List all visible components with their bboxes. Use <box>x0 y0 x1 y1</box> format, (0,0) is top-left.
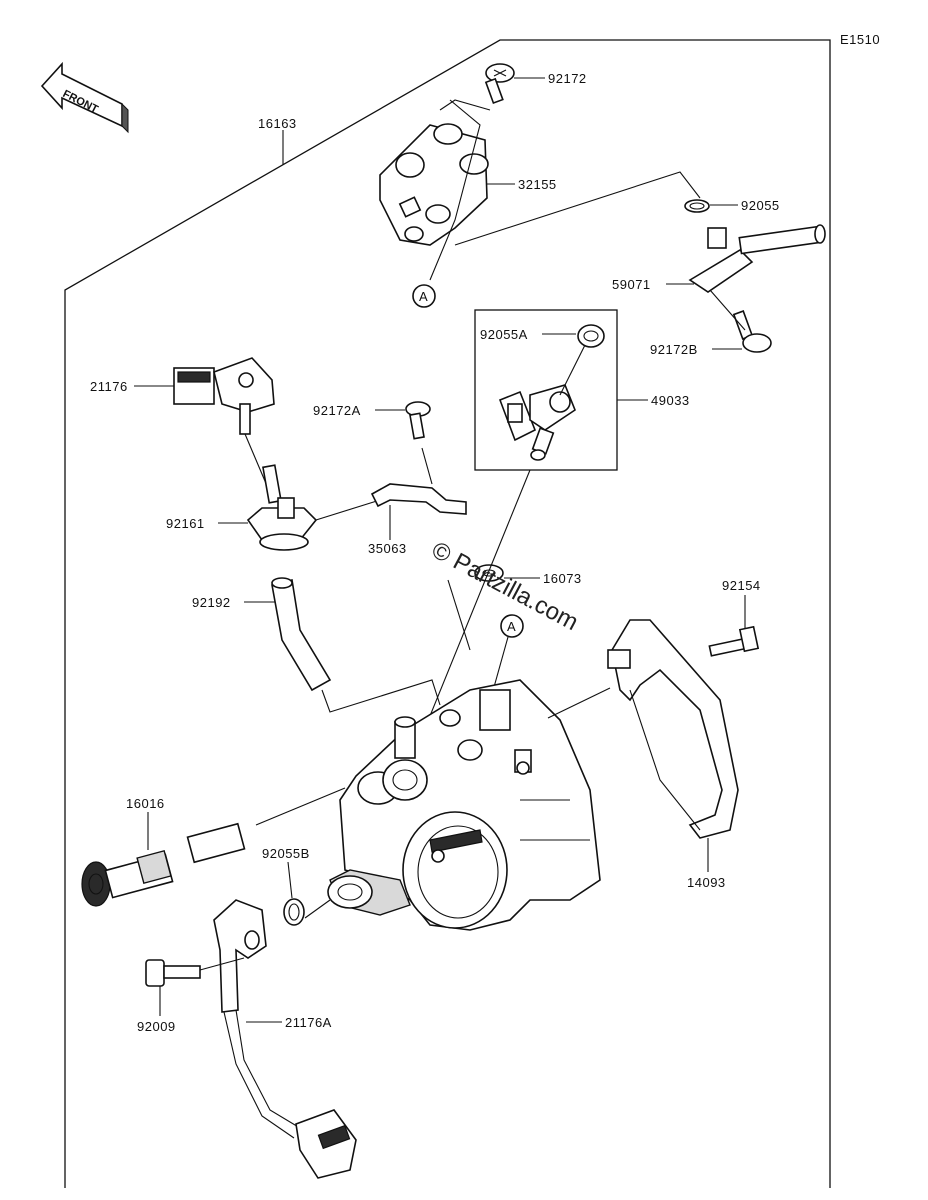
label-21176: 21176 <box>90 379 128 394</box>
label-92055a: 92055A <box>480 327 528 342</box>
label-59071: 59071 <box>612 277 651 292</box>
label-32155: 32155 <box>518 177 557 192</box>
label-21176a: 21176A <box>285 1015 332 1030</box>
label-92192: 92192 <box>192 595 231 610</box>
label-16163: 16163 <box>258 116 297 131</box>
callout-a-upper <box>412 284 436 308</box>
label-16073: 16073 <box>543 571 582 586</box>
washer-16073 <box>474 564 504 582</box>
hose-92192 <box>271 577 332 692</box>
screw-92172 <box>484 63 515 105</box>
grommet-92161 <box>246 497 318 551</box>
label-92172a: 92172A <box>313 403 361 418</box>
screw-16016 <box>81 822 246 907</box>
label-92172b: 92172B <box>650 342 698 357</box>
assembly-frame <box>64 39 831 1188</box>
o-ring-92055b <box>283 898 305 926</box>
label-92055b: 92055B <box>262 846 310 861</box>
label-14093: 14093 <box>687 875 726 890</box>
svg-text:A: A <box>419 289 428 304</box>
bracket-32155 <box>379 123 489 246</box>
fuel-pipe-59071 <box>688 224 826 293</box>
sensor-21176 <box>173 357 282 504</box>
label-35063: 35063 <box>368 541 407 556</box>
label-16016: 16016 <box>126 796 165 811</box>
screw-92172a <box>405 401 431 440</box>
o-ring-92055a <box>577 324 605 348</box>
label-92161: 92161 <box>166 516 205 531</box>
injector-49033 <box>498 384 576 461</box>
bolt-92009 <box>145 959 201 987</box>
label-92154: 92154 <box>722 578 761 593</box>
front-arrow-icon: FRONT <box>40 61 129 134</box>
callout-a-lower <box>500 614 524 638</box>
label-92055: 92055 <box>741 198 780 213</box>
label-92172: 92172 <box>548 71 587 86</box>
injector-box-49033 <box>474 309 618 471</box>
label-92009: 92009 <box>137 1019 176 1034</box>
screw-92172b <box>732 310 772 353</box>
throttle-body <box>327 679 601 931</box>
svg-text:A: A <box>507 619 516 634</box>
bracket-14093 <box>607 619 739 839</box>
o-ring-92055 <box>684 199 710 213</box>
bolt-92154 <box>708 625 760 657</box>
diagram-code: E1510 <box>840 32 880 47</box>
bracket-35063 <box>370 483 467 515</box>
sensor-21176a <box>213 899 357 1179</box>
label-49033: 49033 <box>651 393 690 408</box>
